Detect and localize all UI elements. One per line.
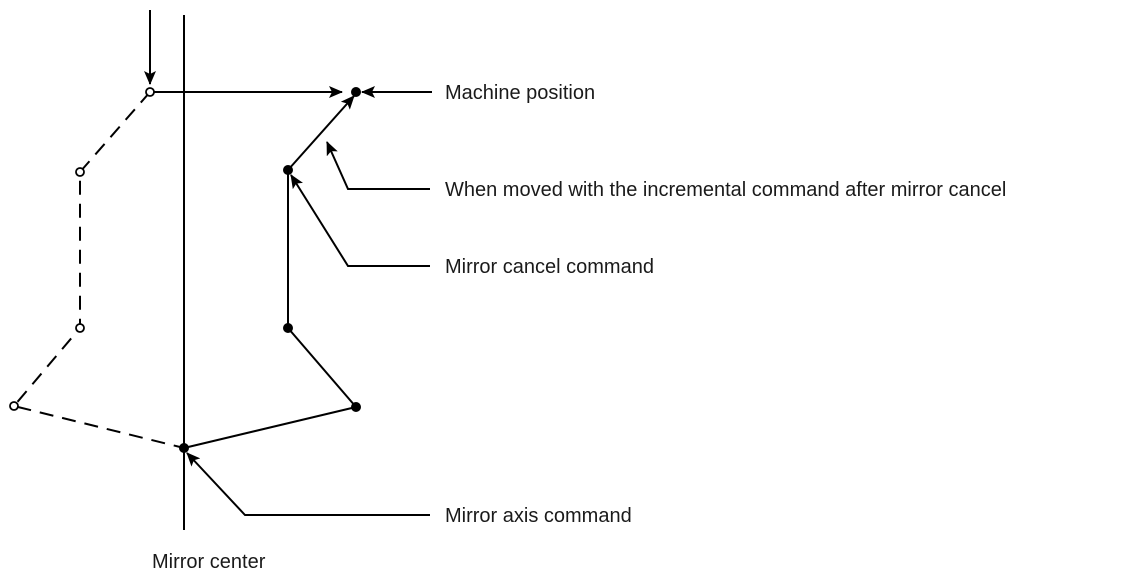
machine-position-label: Machine position xyxy=(445,82,595,104)
mirror-cancel-label: Mirror cancel command xyxy=(445,256,654,278)
mirror-axis-label: Mirror axis command xyxy=(445,505,632,527)
filled-point xyxy=(283,323,293,333)
programmed-path-dashed xyxy=(12,91,185,449)
filled-point xyxy=(351,402,361,412)
open-point xyxy=(9,401,19,411)
mirror-cancel-leader xyxy=(290,174,430,267)
filled-point xyxy=(283,165,293,175)
mirror-axis-leader xyxy=(186,452,430,516)
incremental-move-line xyxy=(287,95,355,171)
incremental-label: When moved with the incremental command … xyxy=(445,179,1006,201)
open-point xyxy=(145,87,155,97)
filled-point xyxy=(179,443,189,453)
open-point xyxy=(75,167,85,177)
filled-point xyxy=(351,87,361,97)
actual-path-solid xyxy=(183,170,358,449)
mirror-center-label: Mirror center xyxy=(152,551,266,573)
open-point xyxy=(75,323,85,333)
incremental-leader xyxy=(326,141,430,190)
